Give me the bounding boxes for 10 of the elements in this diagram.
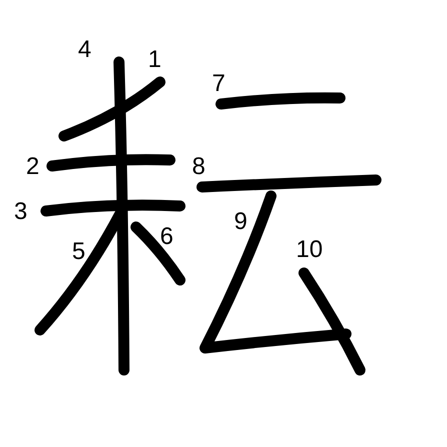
stroke-number: 9 [234,210,248,234]
stroke-number: 10 [296,238,323,262]
stroke-number: 4 [78,38,92,62]
stroke-number: 6 [160,225,174,249]
stroke-number: 8 [192,155,206,179]
stroke-number: 5 [72,240,86,264]
stroke-number: 7 [212,72,226,96]
stroke-number: 2 [26,155,40,179]
stroke-number: 1 [148,48,162,72]
stroke-number: 3 [14,200,28,224]
